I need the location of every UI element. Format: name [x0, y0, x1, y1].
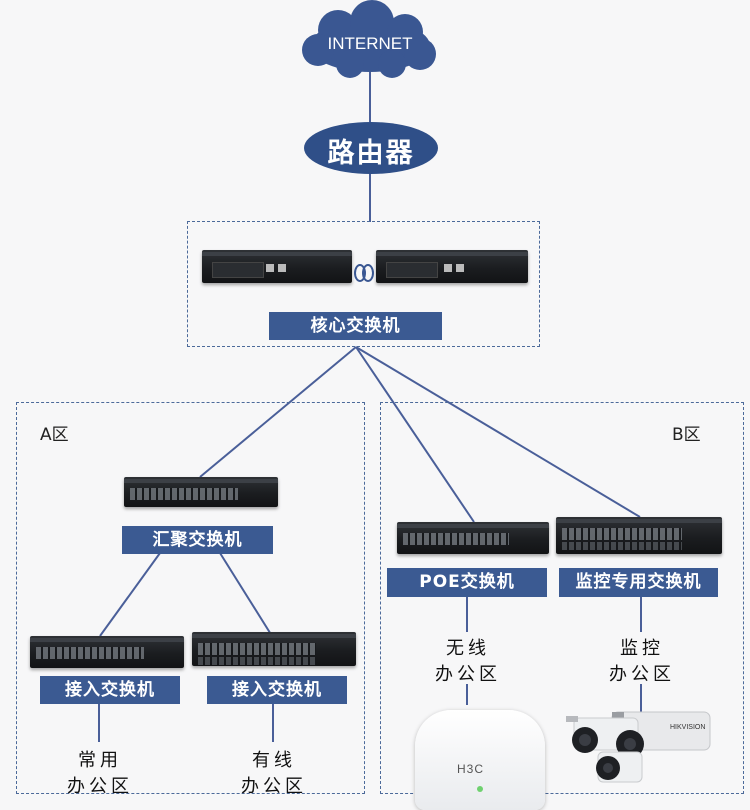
aggregation-switch [124, 477, 278, 507]
core-switch-1 [202, 250, 352, 283]
zone-a-title: A区 [40, 425, 69, 445]
internet-label: INTERNET [327, 34, 413, 53]
wireless-office: 无线 办公区 [422, 636, 514, 688]
stack-link-icon [354, 264, 374, 282]
aggregation-switch-label: 汇聚交换机 [122, 526, 273, 554]
link-aggregation-access-2 [219, 552, 273, 637]
common-office-line1: 常用 [78, 750, 122, 771]
access-switch-1-label: 接入交换机 [40, 676, 180, 704]
connection-lines [98, 72, 642, 742]
core-switch-label: 核心交换机 [269, 312, 442, 340]
surveillance-office-line2: 办公区 [609, 664, 675, 685]
surveillance-office: 监控 办公区 [596, 636, 688, 688]
link-core-poe [355, 346, 475, 523]
camera-brand-logo: HIKVISION [670, 724, 706, 731]
wired-office-line1: 有线 [252, 750, 296, 771]
wireless-office-line2: 办公区 [435, 664, 501, 685]
core-switch-group [187, 221, 540, 347]
surveillance-cameras [566, 711, 711, 783]
link-aggregation-access-1 [99, 552, 161, 637]
router-label: 路由器 [327, 138, 415, 169]
access-switch-2 [192, 632, 356, 666]
ap-brand-logo: H3C [457, 762, 485, 776]
link-core-monitor [355, 346, 641, 518]
internet-cloud [302, 0, 436, 78]
surveillance-office-line1: 监控 [620, 638, 664, 659]
access-switch-2-label: 接入交换机 [207, 676, 347, 704]
router-node [304, 122, 438, 174]
link-core-aggregation [199, 346, 357, 478]
core-switch-2 [376, 250, 528, 283]
access-switch-1 [30, 636, 184, 668]
poe-switch-label: POE交换机 [387, 568, 547, 597]
poe-switch [397, 522, 549, 554]
wireless-office-line1: 无线 [446, 638, 490, 659]
zone-b-title: B区 [672, 425, 701, 445]
monitor-switch [556, 517, 722, 554]
ap-status-led [477, 786, 483, 792]
monitor-switch-label: 监控专用交换机 [559, 568, 718, 597]
